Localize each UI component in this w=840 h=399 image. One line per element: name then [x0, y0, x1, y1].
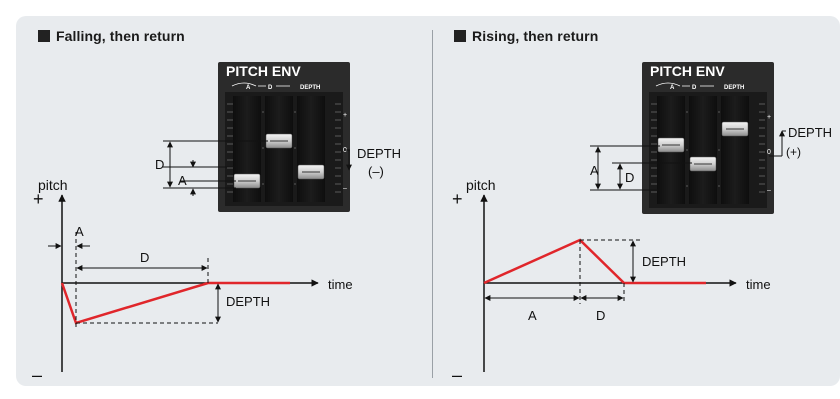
axis-plus: + — [33, 189, 44, 209]
device-sub-d: D — [692, 85, 697, 91]
axis-pitch: pitch — [38, 177, 68, 193]
device-sub-a: A — [246, 85, 251, 91]
graph-d: D — [140, 250, 149, 265]
depth-label: DEPTH — [357, 146, 401, 161]
axis-pitch: pitch — [466, 177, 496, 193]
device-title: PITCH ENV — [650, 63, 725, 79]
scale-plus: + — [767, 114, 771, 121]
slider-slot-depth — [297, 96, 325, 202]
scale-minus: – — [343, 185, 347, 192]
graph-depth: DEPTH — [642, 254, 686, 269]
device-sub-depth: DEPTH — [300, 85, 320, 91]
slider-slot-d — [265, 96, 293, 202]
depth-sign: (+) — [786, 145, 801, 159]
left-pitch-env-device: PITCH ENV A D DEPTH + 0 – — [218, 62, 350, 212]
left-slider-annotations — [163, 140, 352, 196]
scale-plus: + — [343, 112, 347, 119]
graph-depth: DEPTH — [226, 294, 270, 309]
heading-square-icon — [454, 30, 466, 42]
right-heading: Rising, then return — [454, 28, 598, 44]
axis-minus: – — [452, 365, 462, 385]
panel-divider — [432, 30, 433, 378]
right-pitch-env-device: PITCH ENV A D DEPTH + 0 – — [642, 62, 774, 214]
slider-label-d: D — [625, 170, 634, 185]
axis-minus: – — [32, 365, 42, 385]
graph-d: D — [596, 308, 605, 323]
right-slider-annotations — [590, 130, 786, 191]
heading-square-icon — [38, 30, 50, 42]
device-sub-d: D — [268, 85, 273, 91]
left-heading: Falling, then return — [38, 28, 185, 44]
axis-time: time — [328, 277, 353, 292]
scale-zero: 0 — [767, 149, 771, 156]
slider-slot-depth — [721, 96, 749, 204]
right-heading-text: Rising, then return — [472, 28, 599, 44]
slider-label-d: D — [155, 157, 164, 172]
device-sub-arrows — [231, 82, 290, 87]
slider-label-a: A — [178, 173, 187, 188]
device-title: PITCH ENV — [226, 63, 301, 79]
device-sub-depth: DEPTH — [724, 85, 744, 91]
left-envelope-graph: pitch + – time A D DEPTH — [32, 177, 353, 385]
axis-plus: + — [452, 189, 463, 209]
device-sub-a: A — [670, 85, 675, 91]
slider-label-a: A — [590, 163, 599, 178]
envelope-line — [60, 281, 290, 325]
envelope-line — [483, 238, 706, 285]
device-sub-arrows — [655, 82, 714, 87]
left-heading-text: Falling, then return — [56, 28, 185, 44]
axis-time: time — [746, 277, 771, 292]
right-envelope-graph: pitch + – time A D DEPTH — [452, 177, 771, 385]
depth-sign: (–) — [368, 164, 384, 179]
slider-slot-d — [689, 96, 717, 204]
depth-label: DEPTH — [788, 125, 832, 140]
graph-a: A — [75, 224, 84, 239]
graph-a: A — [528, 308, 537, 323]
scale-minus: – — [767, 187, 771, 194]
